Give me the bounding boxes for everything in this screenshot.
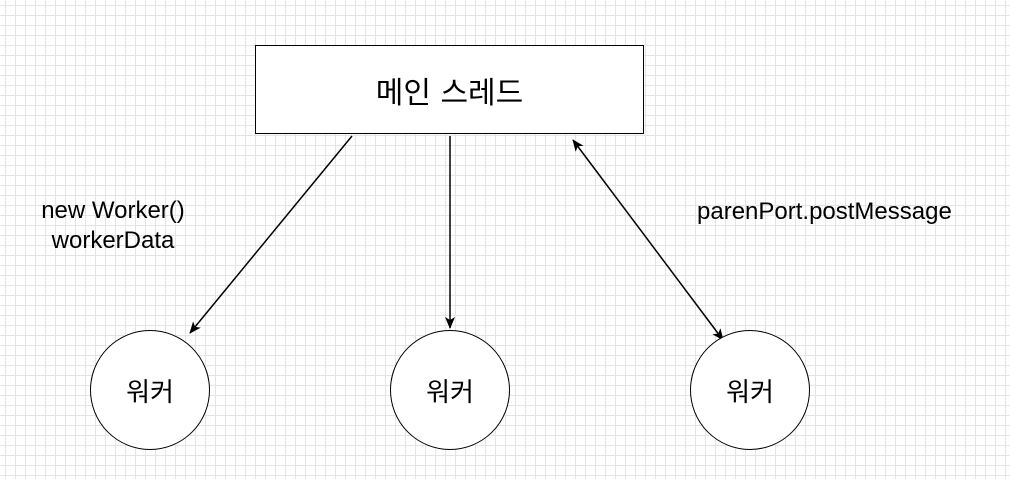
worker-node-1: 워커 [90,330,210,450]
main-thread-label: 메인 스레드 [375,75,524,111]
creation-label-line-2: workerData [51,227,175,254]
worker-node-3: 워커 [690,330,810,450]
edge-main-to-worker-1 [189,135,353,334]
creation-edge-label: new Worker() workerData [18,196,208,256]
worker-label: 워커 [126,377,174,408]
creation-label-line-1: new Worker() [41,197,185,224]
main-thread-box: 메인 스레드 [255,45,644,134]
messaging-edge-label: parenPort.postMessage [697,198,952,225]
worker-label: 워커 [426,377,474,408]
edge-main-worker-3-bidirectional [572,139,724,341]
worker-node-2: 워커 [390,330,510,450]
worker-label: 워커 [726,377,774,408]
